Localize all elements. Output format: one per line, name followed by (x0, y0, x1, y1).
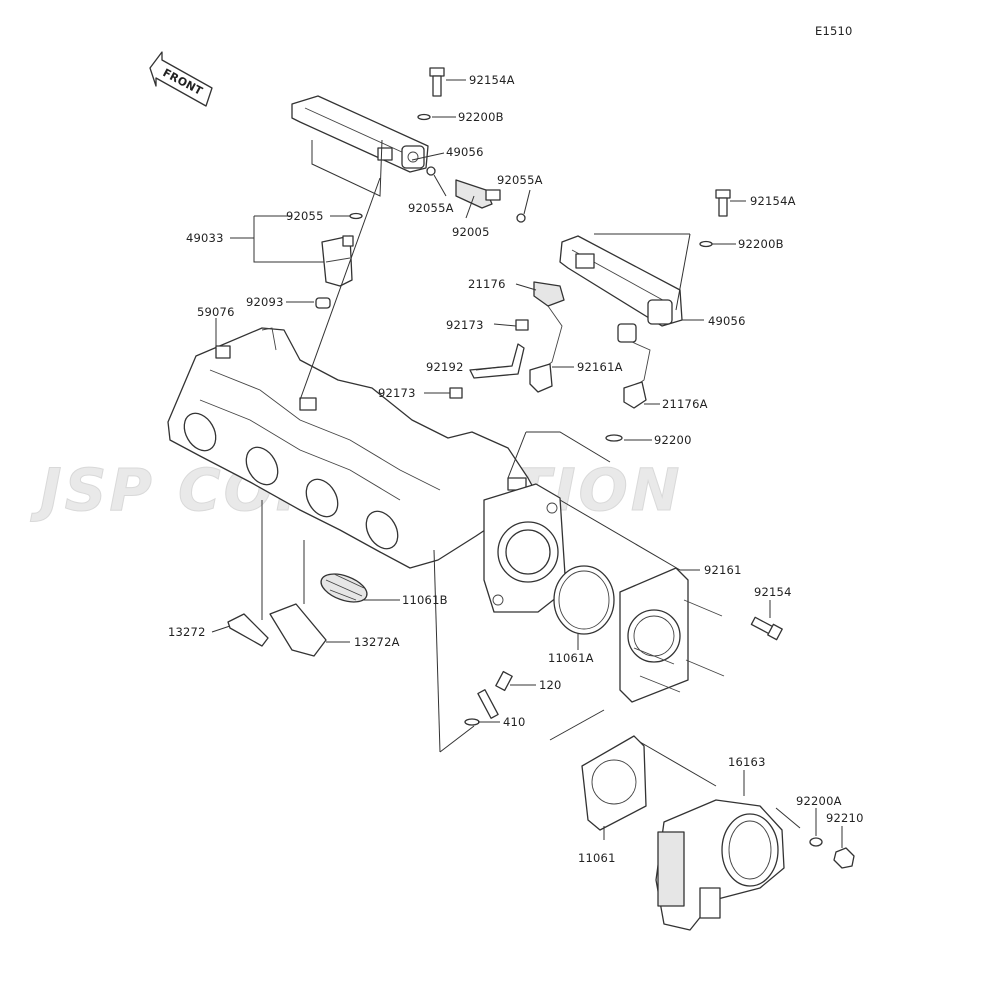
washer-92200 (605, 434, 623, 442)
bolt-92154A-right (715, 189, 731, 217)
nut-92210-icon (833, 847, 855, 869)
injector-49033 (321, 235, 354, 287)
sensor-21176 (529, 281, 565, 393)
label-92200B-right: 92200B (738, 237, 784, 251)
label-21176A: 21176A (662, 397, 708, 411)
label-49056-right: 49056 (708, 314, 746, 328)
front-arrow-icon: FRONT (149, 51, 213, 107)
label-11061: 11061 (578, 851, 616, 865)
throttle-body-16163 (655, 799, 785, 931)
gasket-13272A (269, 603, 327, 657)
bolt-92154 (750, 616, 783, 641)
sensor-21176A (617, 323, 651, 409)
label-92173-b: 92173 (378, 386, 416, 400)
label-92055A-a: 92055A (408, 201, 454, 215)
label-92200A: 92200A (796, 794, 842, 808)
label-11061A: 11061A (548, 651, 594, 665)
label-49033: 49033 (186, 231, 224, 245)
oring-92055A-b (516, 213, 526, 223)
label-13272: 13272 (168, 625, 206, 639)
label-120: 120 (539, 678, 562, 692)
label-16163: 16163 (728, 755, 766, 769)
label-92154A-right: 92154A (750, 194, 796, 208)
label-92173-a: 92173 (446, 318, 484, 332)
label-49056-upper: 49056 (446, 145, 484, 159)
bolt-92154A-upper (429, 67, 445, 97)
bolt-120 (477, 670, 513, 719)
connector-92005 (455, 179, 501, 209)
label-92093: 92093 (246, 295, 284, 309)
manifold-flange (483, 483, 567, 613)
part-labels: 92154A 92200B 49056 92055A 92055A 92005 … (168, 73, 864, 865)
label-92161A: 92161A (577, 360, 623, 374)
clamp-92173-a (515, 319, 529, 331)
gasket-13272 (227, 613, 269, 647)
label-92055: 92055 (286, 209, 324, 223)
label-92210: 92210 (826, 811, 864, 825)
label-92192: 92192 (426, 360, 464, 374)
label-410: 410 (503, 715, 526, 729)
seal-92093 (315, 297, 331, 309)
label-59076: 59076 (197, 305, 235, 319)
leader-lines (211, 79, 843, 848)
washer-92200B-upper (417, 113, 431, 121)
label-92154: 92154 (754, 585, 792, 599)
clamp-92173-b (449, 387, 463, 399)
washer-92200B-right (699, 240, 713, 248)
gasket-11061 (581, 735, 647, 831)
washer-410 (464, 718, 480, 726)
fuel-rail-upper (291, 95, 429, 173)
oring-92055A-a (426, 166, 436, 176)
label-92154A-upper: 92154A (469, 73, 515, 87)
adapter-plate-92161 (619, 567, 725, 703)
label-92005: 92005 (452, 225, 490, 239)
oring-92055 (349, 212, 363, 220)
label-92200B-upper: 92200B (458, 110, 504, 124)
fuel-rail-lower (559, 235, 683, 327)
label-11061B: 11061B (402, 593, 448, 607)
diagram-code: E1510 (815, 24, 853, 38)
label-92161: 92161 (704, 563, 742, 577)
label-92055A-b: 92055A (497, 173, 543, 187)
washer-92200A (809, 837, 823, 847)
gasket-11061A (553, 565, 615, 635)
label-21176: 21176 (468, 277, 506, 291)
filter-11061B (320, 573, 368, 603)
label-92200: 92200 (654, 433, 692, 447)
hose-92192 (469, 343, 525, 379)
label-13272A: 13272A (354, 635, 400, 649)
